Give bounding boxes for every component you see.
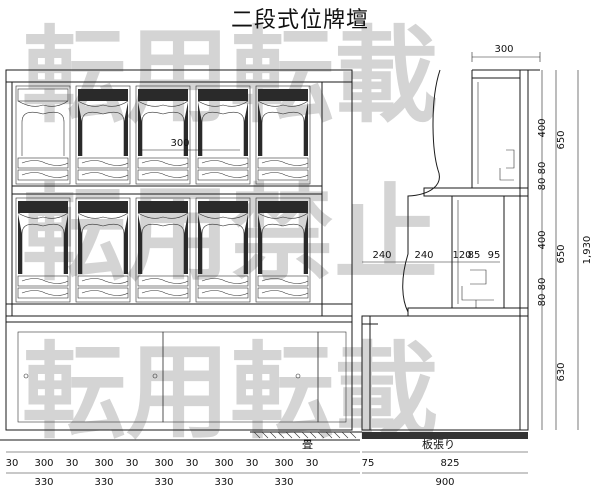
dim-label: 30 (186, 458, 199, 469)
dim-label: 30 (246, 458, 259, 469)
dim-label: 650 (556, 244, 567, 263)
dim-label: 300 (214, 458, 233, 469)
dim-label: 240 (372, 250, 391, 261)
lower-shelf (5, 303, 353, 317)
dim-label: 80 (537, 278, 548, 291)
ihai-plaque (135, 197, 191, 303)
cabinet (5, 321, 353, 431)
dim-label: 300 (94, 458, 113, 469)
dim-label: 80 (537, 294, 548, 307)
door-handle (152, 373, 158, 379)
upper-shelf (11, 185, 323, 195)
front-bottom-dims-top: 30 300 30 300 30 300 30 300 30 300 30 (6, 458, 319, 469)
lower-side-shelf (407, 307, 529, 317)
ihai-plaque (195, 85, 251, 185)
ihai-plaque (255, 197, 311, 303)
front-bottom-dims-bottom: 330 330 330 330 330 (34, 477, 293, 488)
dim-label: 95 (488, 250, 501, 261)
dim-label: 330 (34, 477, 53, 487)
floor-hatch (250, 431, 528, 439)
watermark: 転用転載 転用禁止 転用転載 (22, 14, 438, 453)
dim-label: 80 (537, 162, 548, 175)
ihai-plaque (135, 85, 191, 185)
top-cap (471, 70, 521, 79)
dim-label: 300 (154, 458, 173, 469)
ihai-plaque (75, 197, 131, 303)
dim-label: 400 (537, 118, 548, 137)
page-title: 二段式位牌壇 (230, 8, 369, 33)
ihai-plaque (75, 85, 131, 185)
dim-label: 825 (440, 458, 459, 469)
dim-label: 330 (154, 477, 173, 487)
dim-label: 300 (274, 458, 293, 469)
side-vertical-dims: 400 650 80 80 400 650 80 80 630 1,930 (537, 118, 593, 381)
floor-label-tatami: 畳 (302, 438, 313, 451)
dim-label: 85 (468, 250, 481, 261)
dim-label: 80 (537, 178, 548, 191)
front-profile-curve (402, 69, 441, 313)
door-handle (295, 373, 301, 379)
side-bottom-dims: 75 825 900 (362, 458, 460, 488)
dim-label: 400 (537, 230, 548, 249)
side-total-width: 900 (435, 477, 454, 487)
floor-label-wooden: 板張り (422, 437, 455, 451)
watermark-line-1: 転用転載 (22, 14, 438, 137)
inner-dim-label: 300 (170, 138, 189, 149)
upper-box (471, 77, 521, 189)
watermark-line-2: 転用禁止 (22, 172, 438, 295)
lower-tier-plaques (15, 197, 311, 303)
ihai-plaque (15, 85, 71, 185)
dim-label: 30 (66, 458, 79, 469)
ihai-plaque (195, 197, 251, 303)
cabinet-door-right (317, 331, 347, 423)
total-height-dim: 1,930 (582, 236, 593, 265)
dim-label: 330 (94, 477, 113, 487)
door-handle (23, 373, 29, 379)
dim-label: 330 (214, 477, 233, 487)
ihai-plaque (255, 85, 311, 185)
dim-label: 75 (362, 458, 375, 469)
top-width-dim: 300 (494, 44, 513, 55)
dim-label: 650 (556, 130, 567, 149)
upper-tier-plaques (15, 85, 311, 185)
ihai-plaque (15, 197, 71, 303)
side-cabinet (361, 315, 529, 431)
middle-shelf (423, 187, 529, 197)
dim-label: 630 (556, 362, 567, 381)
dim-label: 120 (452, 250, 471, 261)
dim-label: 300 (34, 458, 53, 469)
dim-label: 330 (274, 477, 293, 487)
dim-label: 30 (6, 458, 19, 469)
dim-label: 240 (414, 250, 433, 261)
dim-label: 30 (306, 458, 319, 469)
dim-label: 30 (126, 458, 139, 469)
side-view: 畳 板張り 300 400 650 80 80 400 650 80 80 630 1,930 2… (250, 44, 593, 488)
